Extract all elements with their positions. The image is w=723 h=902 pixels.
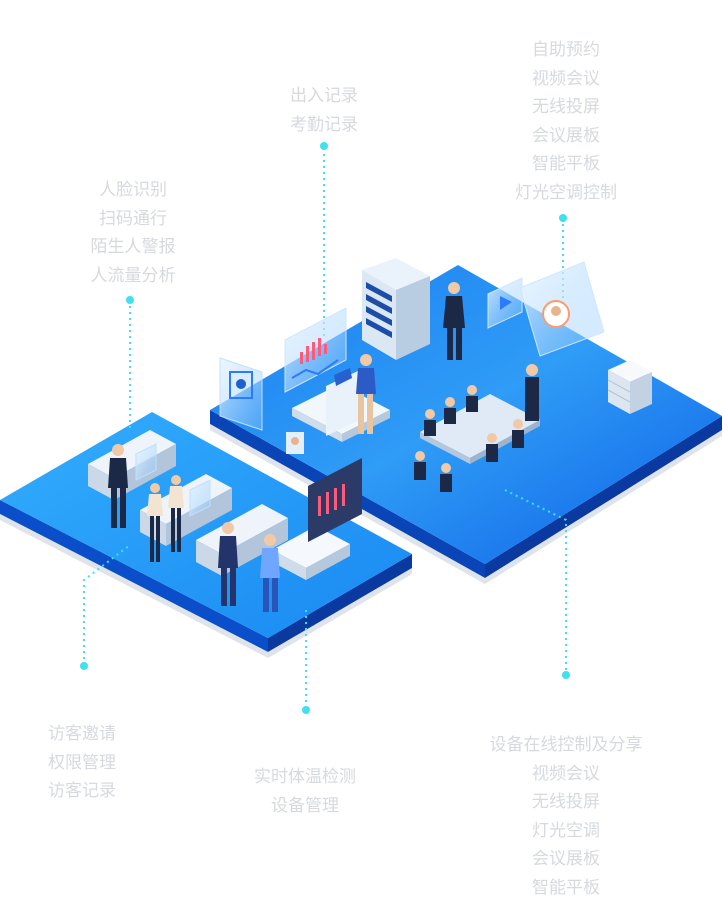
feature-label: 智能平板 (500, 150, 632, 179)
feature-label: 扫码通行 (78, 205, 188, 234)
feature-label: 会议展板 (476, 845, 656, 874)
temperature-features: 实时体温检测 设备管理 (240, 763, 370, 820)
device-control-features: 设备在线控制及分享 视频会议 无线投屏 灯光空调 会议展板 智能平板 (476, 731, 656, 902)
feature-label: 人流量分析 (78, 262, 188, 291)
meeting-room-features: 自助预约 视频会议 无线投屏 会议展板 智能平板 灯光空调控制 (500, 36, 632, 207)
feature-label: 会议展板 (500, 122, 632, 151)
feature-label: 无线投屏 (476, 788, 656, 817)
feature-label: 考勤记录 (276, 111, 372, 140)
feature-label: 陌生人警报 (78, 233, 188, 262)
feature-label: 智能平板 (476, 874, 656, 902)
attendance-features: 出入记录 考勤记录 (276, 82, 372, 139)
feature-label: 访客记录 (36, 777, 128, 806)
feature-label: 实时体温检测 (240, 763, 370, 792)
feature-label: 设备在线控制及分享 (476, 731, 656, 760)
feature-label: 无线投屏 (500, 93, 632, 122)
visitor-features: 访客邀请 权限管理 访客记录 (36, 720, 128, 806)
feature-label: 出入记录 (276, 82, 372, 111)
feature-label: 访客邀请 (36, 720, 128, 749)
feature-label: 人脸识别 (78, 176, 188, 205)
feature-label: 视频会议 (500, 65, 632, 94)
feature-label: 视频会议 (476, 760, 656, 789)
server-rack-icon (362, 258, 430, 360)
feature-label: 设备管理 (240, 792, 370, 821)
feature-label: 权限管理 (36, 749, 128, 778)
face-gate-features: 人脸识别 扫码通行 陌生人警报 人流量分析 (78, 176, 188, 290)
feature-label: 灯光空调控制 (500, 179, 632, 208)
feature-label: 自助预约 (500, 36, 632, 65)
feature-label: 灯光空调 (476, 817, 656, 846)
